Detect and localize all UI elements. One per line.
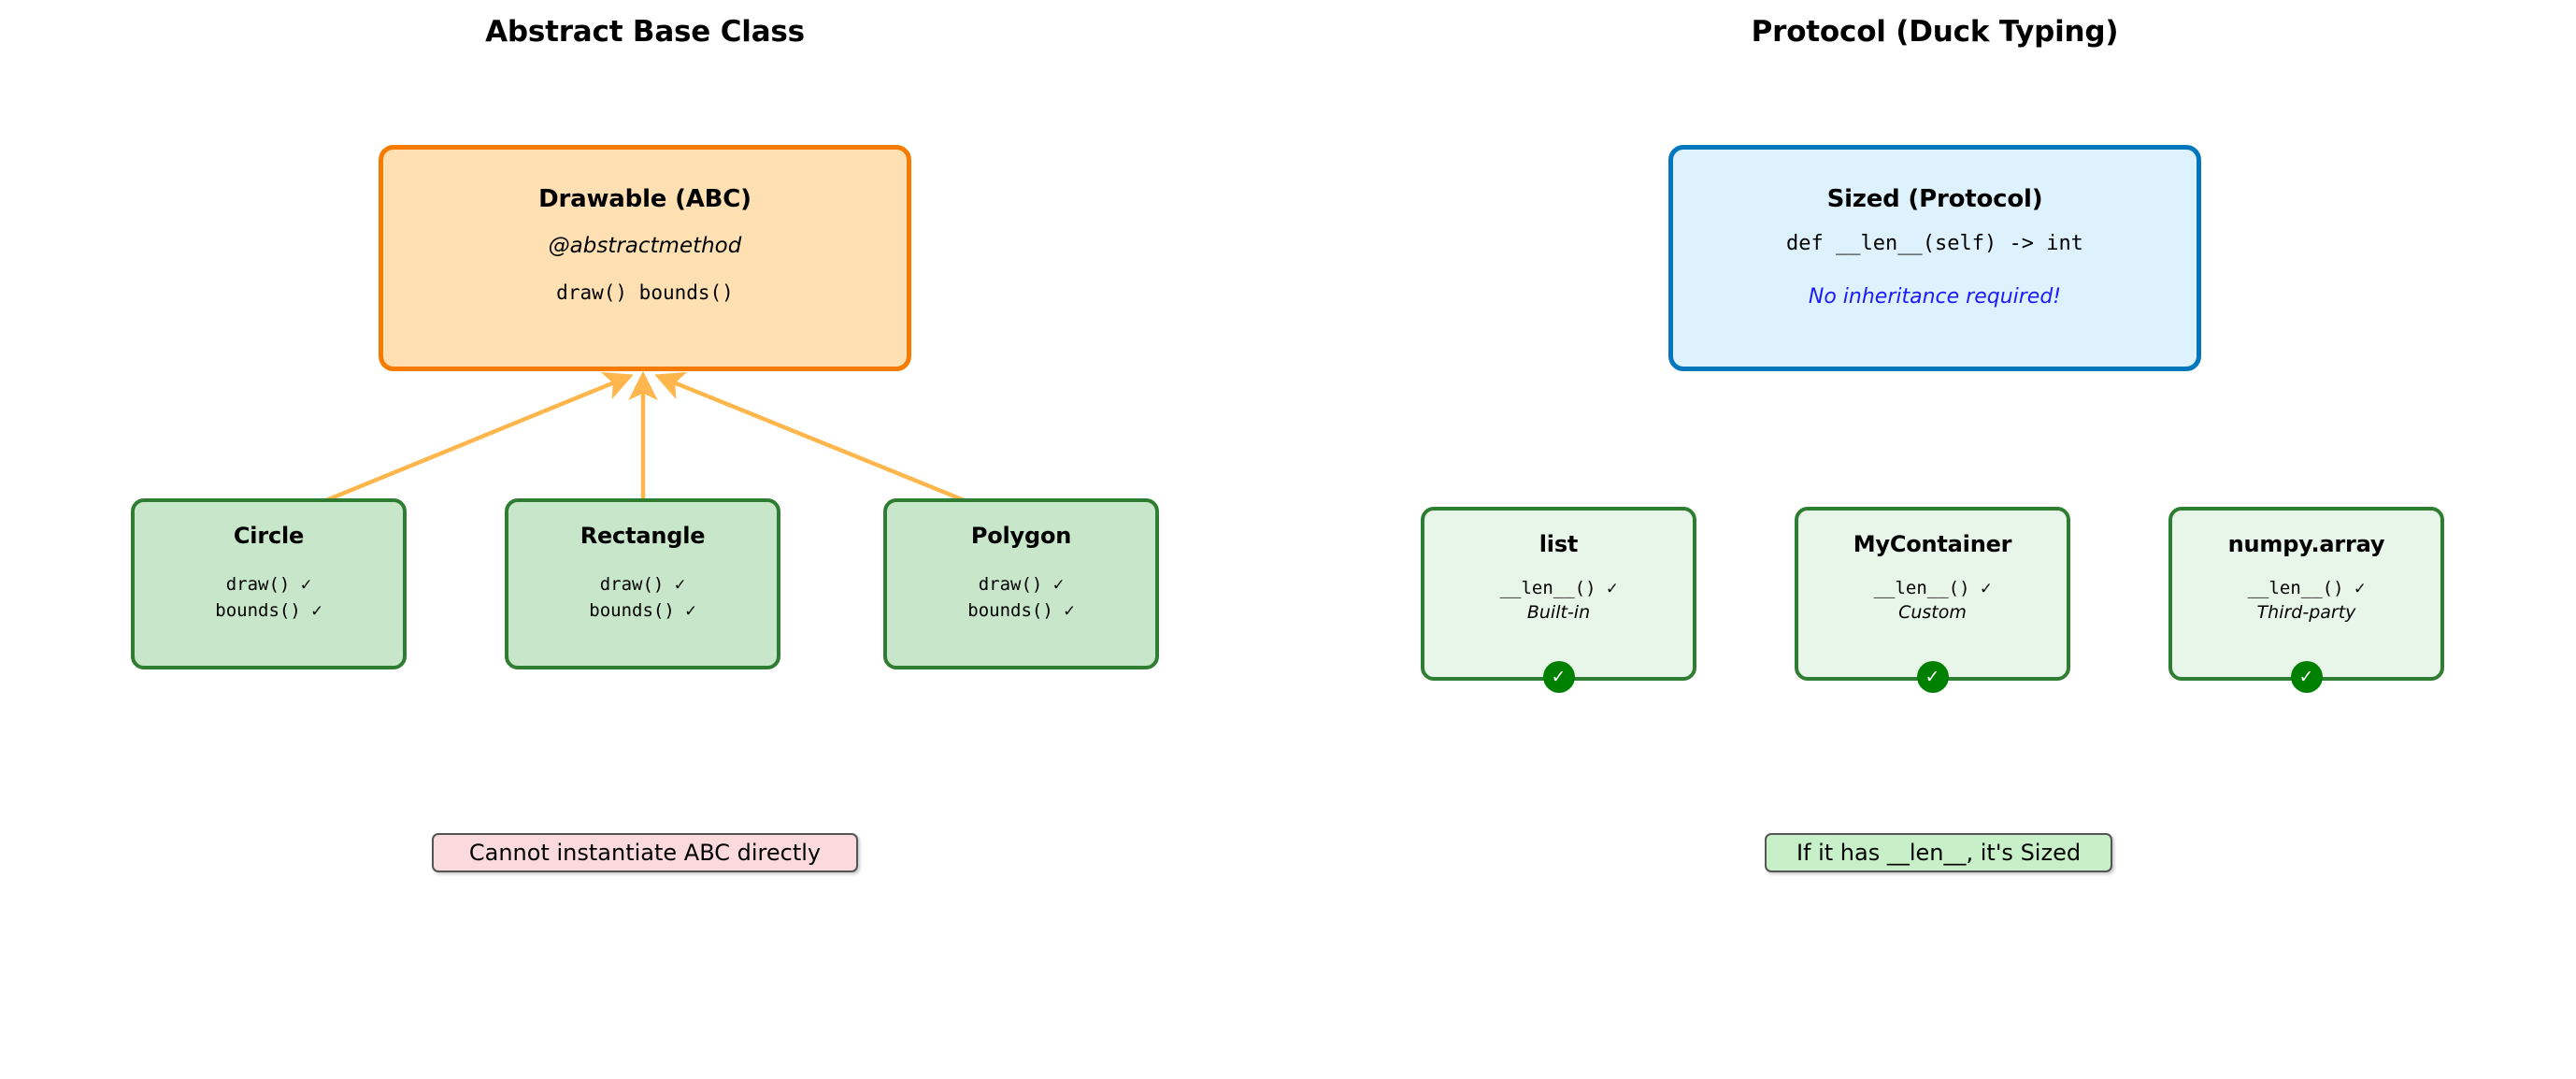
card-method-list: draw() ✓ bounds() ✓ — [215, 574, 322, 622]
node-sized-protocol[interactable]: Sized (Protocol) def __len__(self) -> in… — [1668, 145, 2201, 371]
card-title: Polygon — [970, 523, 1072, 549]
node-title: Drawable (ABC) — [538, 185, 751, 213]
card-list[interactable]: list __len__() ✓ Built-in ✓ — [1421, 507, 1696, 693]
card-circle[interactable]: Circle draw() ✓ bounds() ✓ — [131, 498, 407, 669]
note-if-it-has-len-its-sized: If it has __len__, it's Sized — [1765, 833, 2112, 872]
node-signature: def __len__(self) -> int — [1786, 232, 2083, 255]
card-title: list — [1538, 531, 1579, 557]
node-note: No inheritance required! — [1808, 285, 2062, 309]
node-title: Sized (Protocol) — [1826, 185, 2043, 213]
node-decorator-label: @abstractmethod — [548, 234, 742, 258]
check-icon: ✓ — [2290, 661, 2323, 693]
card-mycontainer[interactable]: MyContainer __len__() ✓ Custom ✓ — [1795, 507, 2070, 693]
card-method-list: draw() ✓ bounds() ✓ — [967, 574, 1075, 622]
card-kind-label: Custom — [1898, 602, 1967, 623]
card-rectangle[interactable]: Rectangle draw() ✓ bounds() ✓ — [505, 498, 780, 669]
card-kind-label: Third-party — [2256, 602, 2356, 623]
card-dunder-method: __len__() ✓ — [1499, 578, 1618, 598]
card-title: numpy.array — [2227, 531, 2385, 557]
node-method-list: draw() bounds() — [556, 281, 734, 304]
note-cannot-instantiate-abc: Cannot instantiate ABC directly — [432, 833, 858, 872]
card-method-list: draw() ✓ bounds() ✓ — [589, 574, 696, 622]
card-dunder-method: __len__() ✓ — [1873, 578, 1992, 598]
card-polygon[interactable]: Polygon draw() ✓ bounds() ✓ — [883, 498, 1159, 669]
panel-title-protocol-duck-typing: Protocol (Duck Typing) — [1751, 15, 2119, 49]
panel-title-abstract-base-class: Abstract Base Class — [485, 15, 805, 49]
card-title: Rectangle — [580, 523, 706, 549]
check-icon: ✓ — [1916, 661, 1949, 693]
card-kind-label: Built-in — [1526, 602, 1591, 623]
card-numpy-array[interactable]: numpy.array __len__() ✓ Third-party ✓ — [2168, 507, 2444, 693]
node-drawable-abc[interactable]: Drawable (ABC) @abstractmethod draw() bo… — [379, 145, 911, 371]
card-title: Circle — [233, 523, 305, 549]
card-dunder-method: __len__() ✓ — [2247, 578, 2366, 598]
check-icon: ✓ — [1542, 661, 1575, 693]
card-title: MyContainer — [1853, 531, 2012, 557]
